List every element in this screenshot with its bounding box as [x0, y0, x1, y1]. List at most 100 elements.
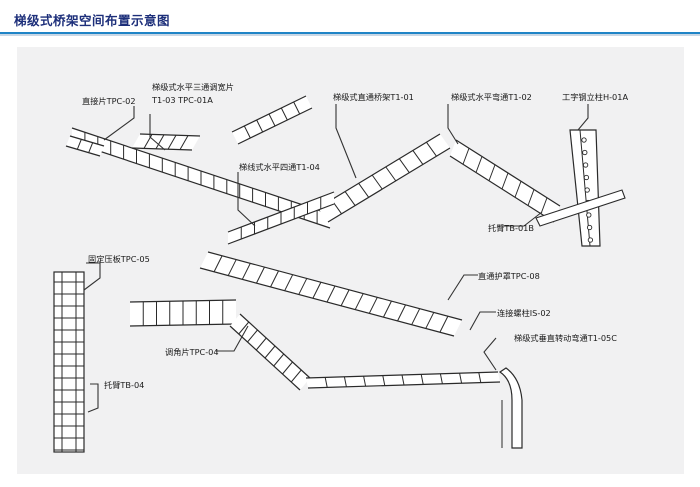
column-hole — [587, 237, 594, 243]
tray-right-run-rung — [501, 172, 509, 190]
label-t103-line1: 梯级式水平三通调宽片 — [152, 82, 234, 92]
tray-right-run-rung — [462, 148, 470, 165]
tray-low-bottom-rung — [478, 372, 482, 383]
tray-lower-run-rung — [326, 285, 336, 303]
tray-top-small-rung — [280, 107, 288, 121]
tray-t103-rung — [179, 135, 189, 150]
tray-right-run — [449, 139, 561, 223]
tray-topleft-fragment-rail — [69, 135, 105, 147]
tray-lower-run-rung — [312, 281, 322, 299]
tray-topleft-fragment-rung — [76, 139, 82, 150]
tray-lower-run-rung — [368, 297, 378, 314]
tray-descend-rung — [264, 345, 276, 359]
tray-right-run-rung — [514, 181, 522, 198]
tray-topleft-fragment-rung — [88, 142, 94, 153]
tray-lower-run-rung — [397, 304, 407, 322]
tray-right-run-rung — [540, 197, 548, 214]
label-t102: 梯级式水平弯通T1-02 — [451, 92, 532, 102]
tray-low-bottom-rung — [439, 373, 443, 384]
tray-descend-rung — [247, 329, 258, 343]
label-t105c: 梯级式垂直转动弯通T1-05C — [514, 333, 617, 343]
tray-lower-run — [199, 251, 463, 337]
tray-descend — [229, 313, 311, 391]
tray-low-bottom-rung — [363, 376, 367, 387]
tray-lower-run-rung — [241, 263, 251, 280]
tray-lower-run-rung — [411, 308, 421, 325]
tray-lower-left — [129, 299, 237, 327]
tray-bend-run-rung — [344, 191, 356, 206]
vertical-ladder-left — [53, 271, 85, 453]
tray-right-run-rung — [488, 164, 496, 181]
label-t101: 梯级式直通桥架T1-01 — [333, 92, 414, 102]
tray-bend-run — [317, 133, 451, 223]
tray-low-bottom-rung — [343, 376, 347, 387]
tray-top-small-rung — [243, 125, 251, 139]
tray-top-small-rung — [293, 101, 301, 115]
tray-descend-rung — [238, 321, 250, 335]
label-tpc05: 固定压板TPC-05 — [88, 254, 150, 264]
tray-lower-run-rung — [284, 274, 294, 291]
label-tb01b: 托臂TB-01B — [488, 223, 534, 233]
tray-top-small-rung — [256, 119, 264, 133]
tray-topleft-fragment — [65, 135, 105, 157]
column-hole — [584, 187, 590, 193]
label-t104: 梯线式水平四通T1-04 — [239, 162, 320, 172]
tray-right-run-rung — [475, 156, 483, 173]
leader-lines — [83, 104, 589, 413]
label-is02: 连接螺柱IS-02 — [497, 308, 551, 318]
tray-lower-run-rung — [354, 293, 364, 310]
tray-lower-run-rung — [270, 270, 280, 288]
tray-lower-run-rung — [425, 312, 435, 329]
tray-descend-rung — [290, 369, 302, 383]
tray-lower-run-rung — [298, 278, 308, 295]
vertical-bend-t105c — [498, 367, 523, 449]
tray-lower-run-rung — [213, 255, 223, 273]
label-tpc08: 直通护罩TPC-08 — [478, 271, 540, 281]
tray-bend-run-rung — [426, 141, 437, 157]
tray-low-bottom-rung — [459, 373, 463, 384]
tray-descend-rung — [282, 361, 293, 375]
tray-drawings — [65, 95, 561, 391]
tray-bend-run-rung — [398, 158, 410, 173]
column-hole — [582, 162, 589, 168]
label-tb04: 托臂TB-04 — [104, 380, 144, 390]
column-hole — [582, 149, 588, 156]
column-hole — [583, 174, 590, 181]
tray-right-run-rung — [527, 189, 535, 206]
diagram-panel — [17, 47, 684, 474]
tray-bend-run-rail — [317, 133, 441, 209]
label-h01a: 工字钢立柱H-01A — [562, 92, 628, 102]
tray-low-bottom-rung — [382, 375, 386, 386]
tray-lower-run-rung — [255, 266, 265, 284]
tray-t103-rung — [155, 134, 165, 150]
tray-descend-rung — [255, 337, 267, 351]
tray-bend-run-rail — [327, 147, 451, 223]
tray-low-bottom — [305, 371, 501, 389]
tray-t103-rung — [143, 134, 153, 149]
tray-t103 — [131, 133, 201, 151]
column-hole — [581, 137, 587, 143]
tray-t103-rung — [167, 134, 177, 150]
label-tpc02: 直接片TPC-02 — [82, 96, 136, 106]
tray-bend-run-rung — [371, 174, 383, 190]
tray-low-bottom-rung — [420, 374, 424, 385]
tray-top-small — [231, 95, 313, 145]
tray-descend-rung — [273, 353, 285, 367]
label-tpc04: 调角片TPC-04 — [165, 347, 219, 357]
title-rule — [0, 32, 700, 36]
tray-low-bottom-rung — [401, 374, 405, 386]
column-hole — [586, 212, 592, 218]
tray-lower-run-rung — [439, 315, 449, 333]
tray-top-small-rung — [268, 113, 276, 127]
tray-cross-a — [227, 191, 335, 245]
tray-bend-run-rung — [385, 166, 397, 182]
page-title: 梯级式桥架空间布置示意图 — [14, 13, 171, 28]
column-hole — [586, 224, 593, 231]
label-t103-line2: T1-03 TPC-01A — [151, 95, 213, 105]
tray-lower-run-rung — [227, 259, 237, 276]
tray-bend-run-rung — [358, 183, 370, 198]
tray-low-bottom-rung — [324, 377, 328, 388]
steel-column-h01a — [535, 129, 626, 247]
tray-bend-run-rung — [412, 150, 424, 165]
